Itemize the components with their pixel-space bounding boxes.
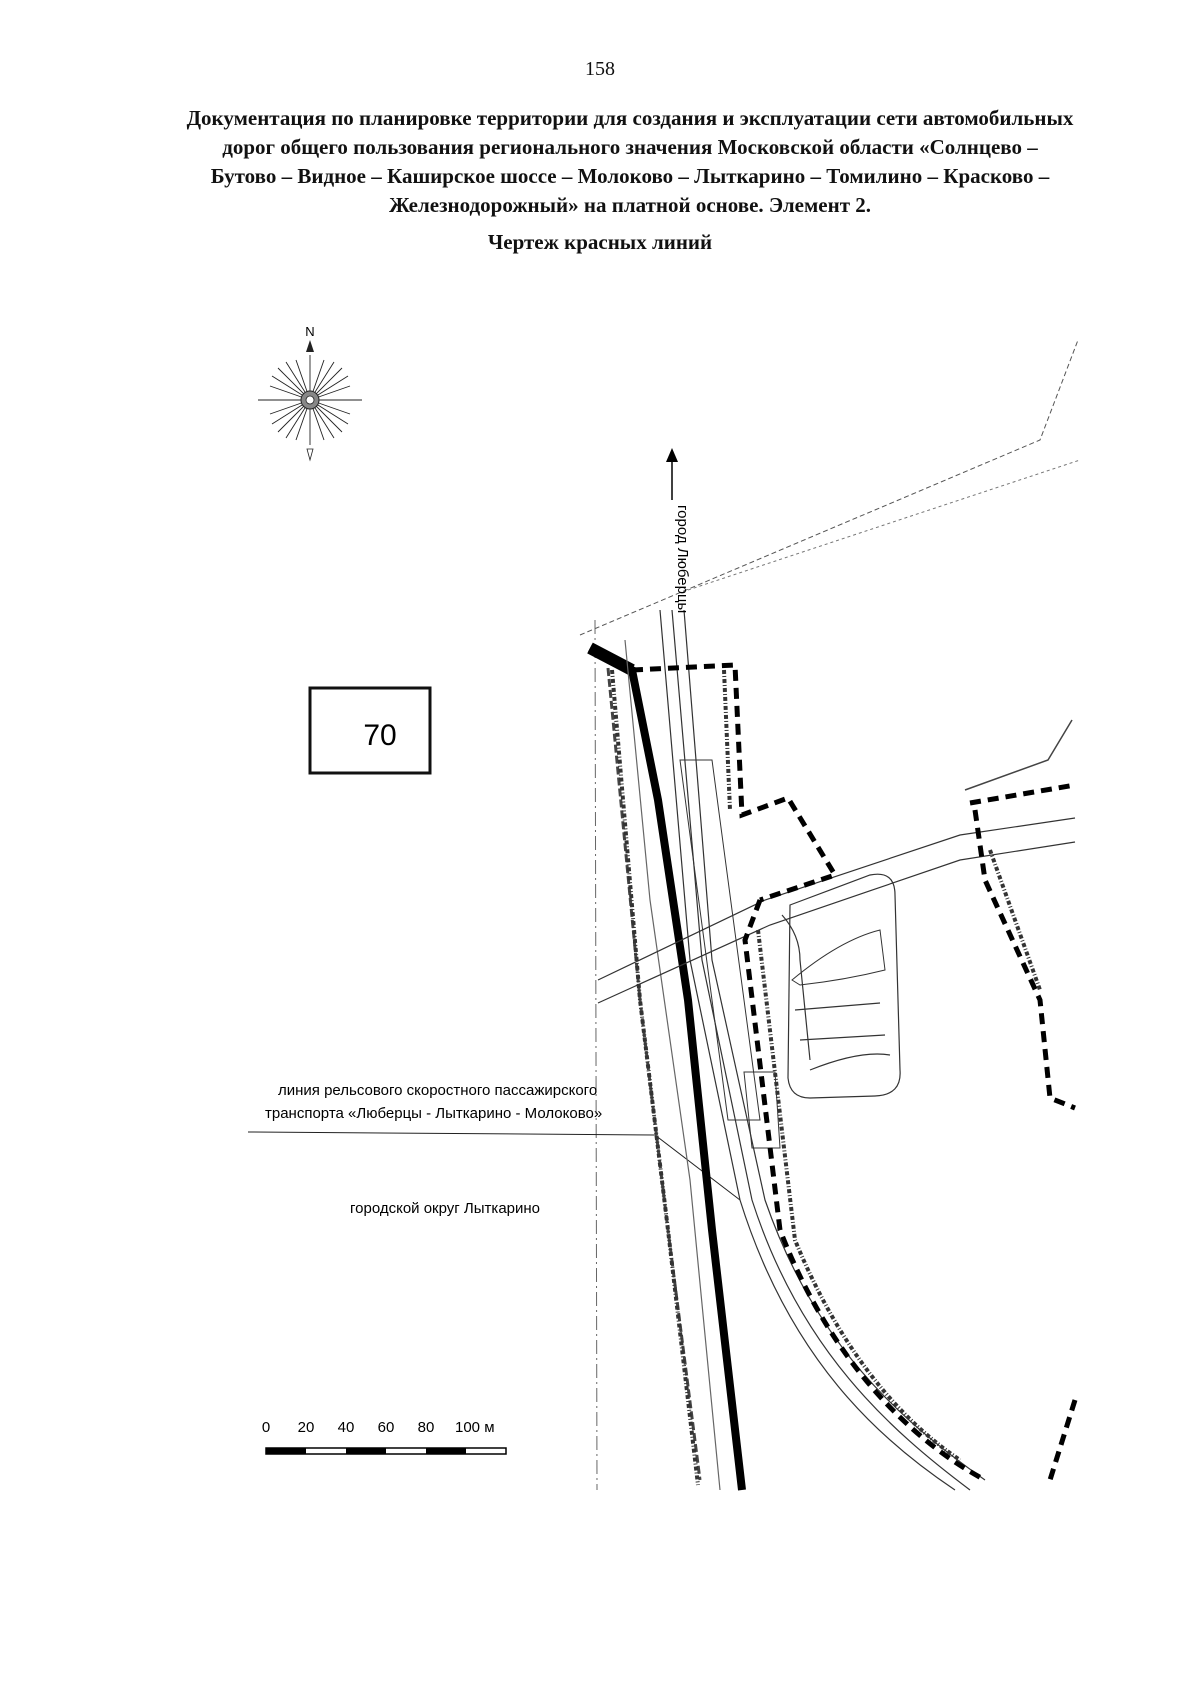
- interchange: [781, 873, 901, 1099]
- scale-tick-100: 100 м: [455, 1419, 495, 1436]
- scale-tick-20: 20: [298, 1419, 315, 1436]
- sheet-number: 70: [363, 719, 396, 752]
- red-lines: [631, 662, 1078, 1483]
- drawing-title: Чертеж красных линий: [487, 230, 713, 254]
- scale-tick-40: 40: [338, 1419, 355, 1436]
- title-line-1: Документация по планировке территории дл…: [186, 106, 1074, 130]
- direction-arrow-icon: [666, 448, 678, 500]
- north-label: N: [305, 324, 314, 339]
- rail-line-label-2: транспорта «Люберцы - Лыткарино - Молоко…: [265, 1105, 602, 1122]
- scale-bar: [265, 1447, 507, 1455]
- title-line-3: Бутово – Видное – Каширское шоссе – Моло…: [210, 164, 1050, 188]
- title-line-4: Железнодорожный» на платной основе. Элем…: [388, 193, 872, 217]
- scale-tick-0: 0: [262, 1419, 270, 1436]
- scale-tick-60: 60: [378, 1419, 395, 1436]
- area-boundaries: [247, 339, 1081, 1491]
- district-label: городской округ Лыткарино: [350, 1200, 540, 1217]
- compass-rose-icon: [258, 340, 362, 462]
- red-lines-chain: [610, 669, 1042, 1486]
- title-line-2: дорог общего пользования регионального з…: [222, 135, 1038, 159]
- direction-label: город Люберцы: [674, 505, 691, 613]
- scale-tick-80: 80: [418, 1419, 435, 1436]
- rail-corridor: [587, 609, 986, 1491]
- sheet-number-box: 70: [308, 686, 432, 775]
- crossing-road: [597, 817, 1076, 1004]
- document-title: Документация по планировке территории дл…: [110, 104, 1150, 220]
- page-number: 158: [585, 58, 615, 80]
- rail-line-label-1: линия рельсового скоростного пассажирско…: [278, 1082, 597, 1099]
